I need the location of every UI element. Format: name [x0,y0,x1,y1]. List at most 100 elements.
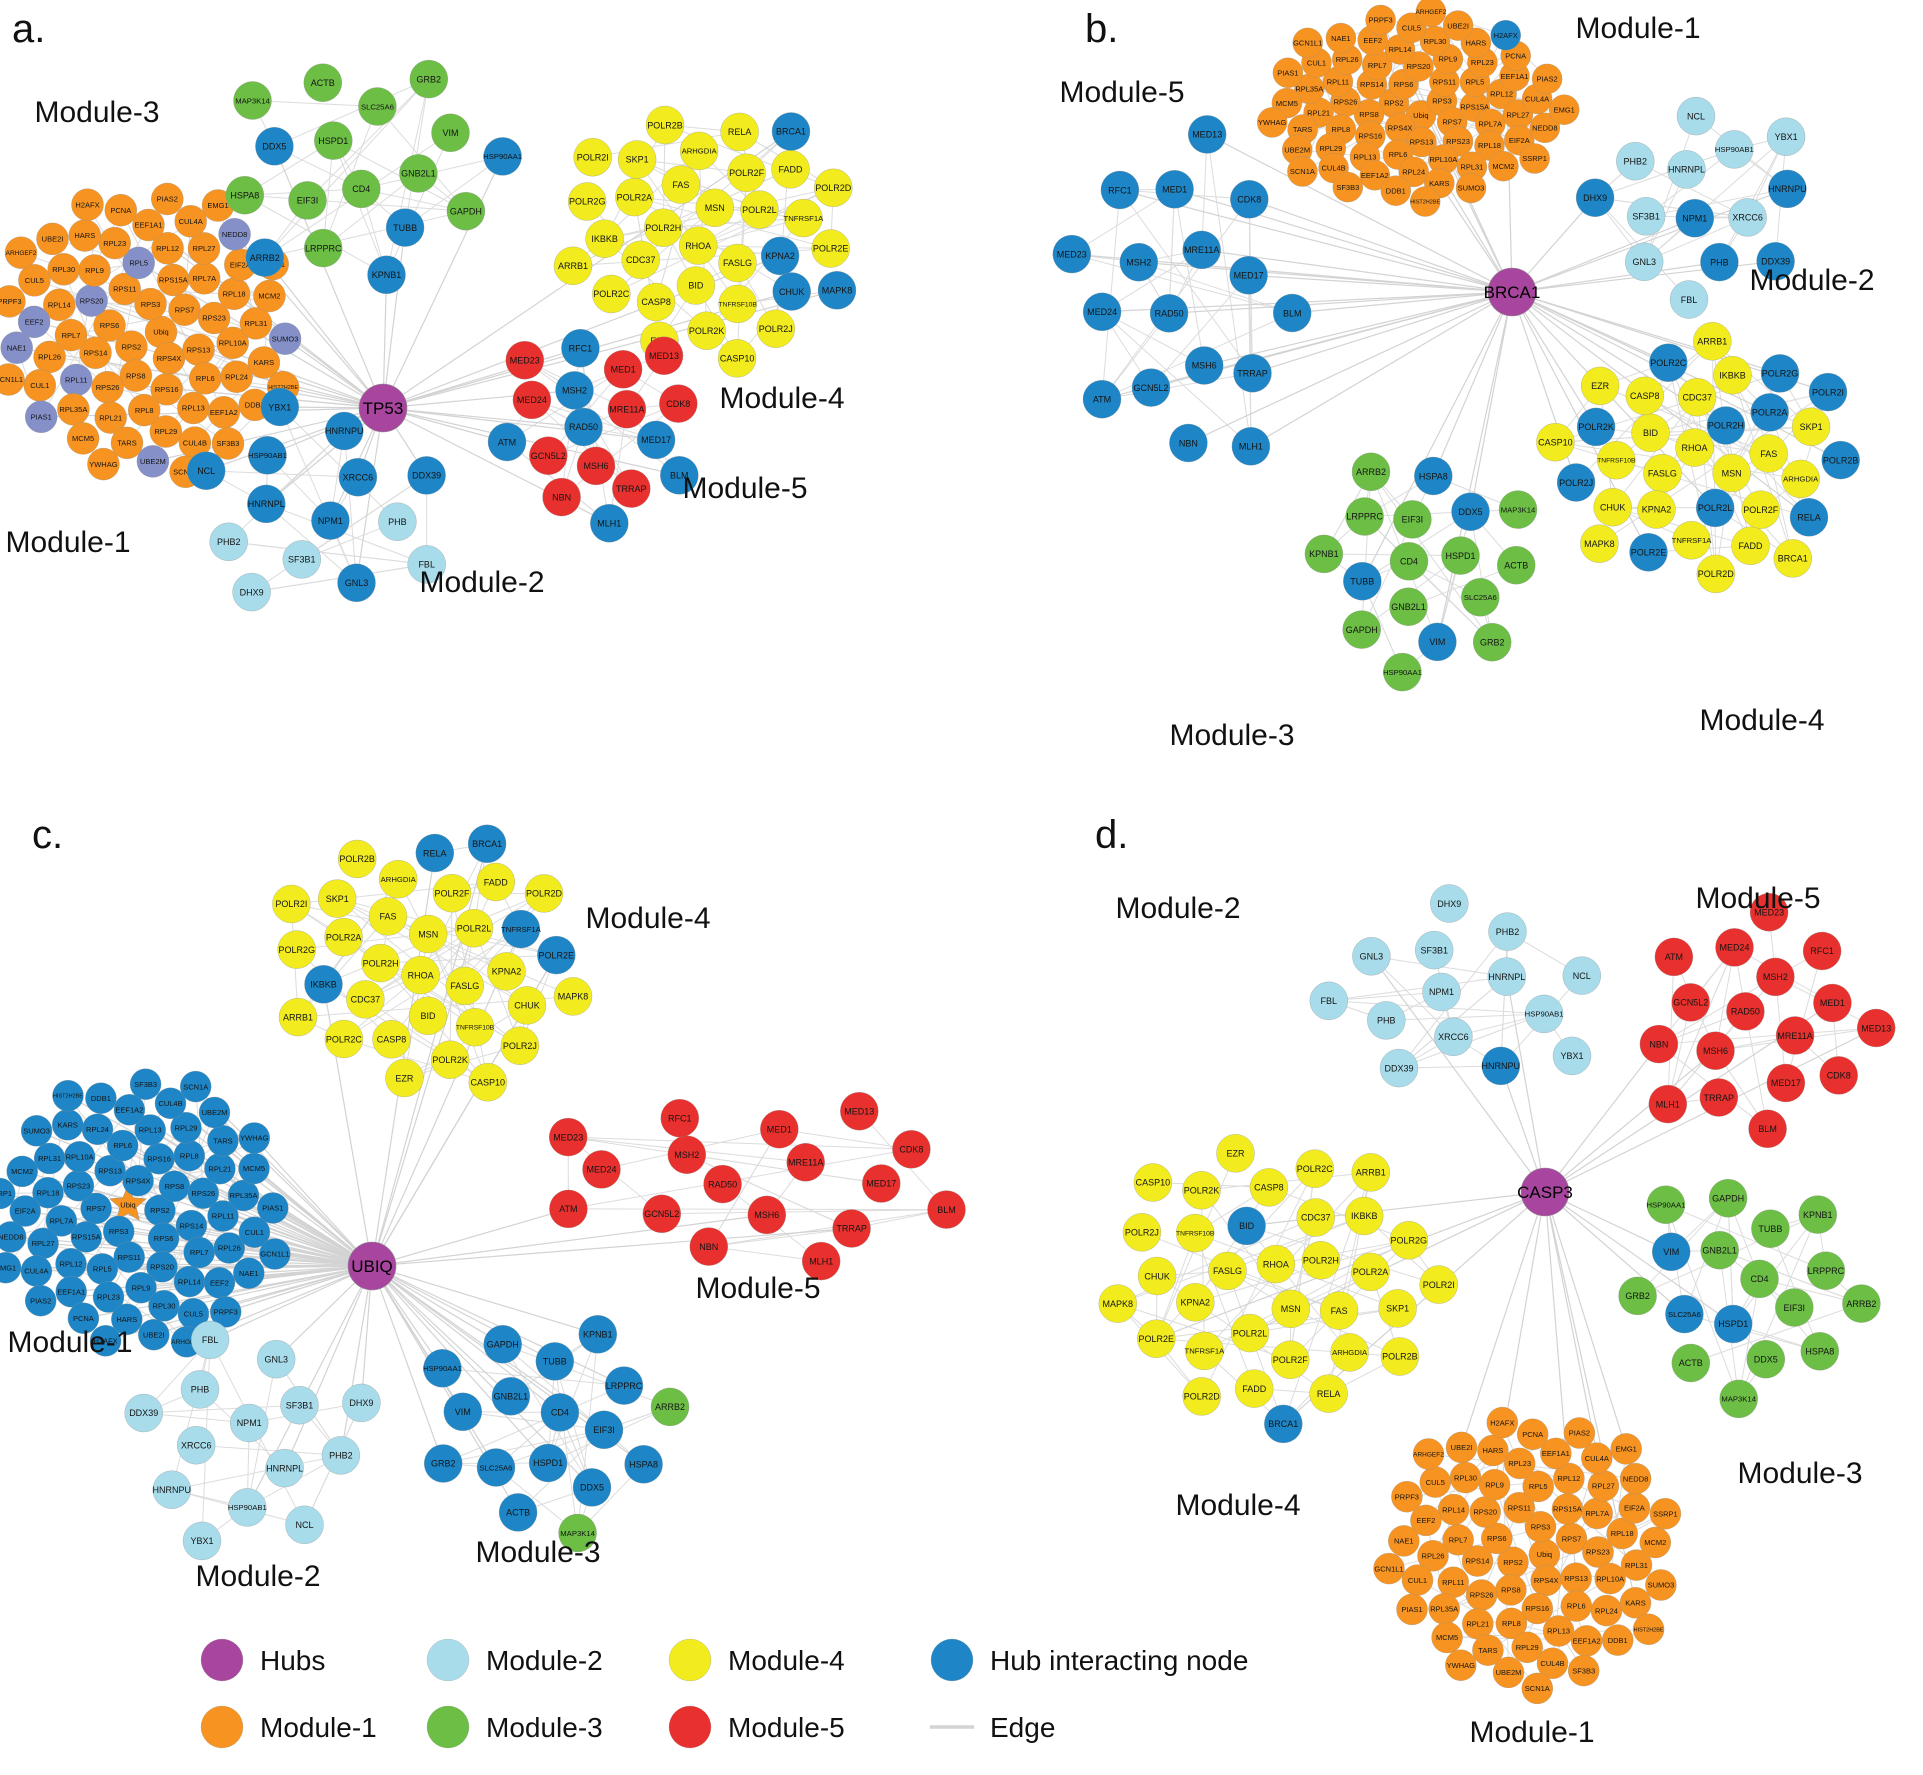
node-CUL1[interactable]: CUL1 [1401,1564,1434,1596]
hub-CASP3[interactable]: CASP3 [1517,1167,1573,1217]
node-MSH2[interactable]: MSH2 [1119,242,1159,282]
node-SF3B3[interactable]: SF3B3 [1567,1654,1600,1687]
node-PIAS2[interactable]: PIAS2 [24,1284,57,1317]
node-POLR2F[interactable]: POLR2F [727,153,766,193]
node-SLC25A6[interactable]: SLC25A6 [1665,1294,1704,1334]
node-RPL30[interactable]: RPL30 [1449,1461,1482,1494]
node-LRPPRC[interactable]: LRPPRC [604,1366,644,1405]
node-UBE2M[interactable]: UBE2M [136,445,170,478]
node-SF3B1[interactable]: SF3B1 [280,1385,319,1425]
node-ACTB[interactable]: ACTB [498,1493,538,1532]
node-FASLG[interactable]: FASLG [1208,1251,1247,1291]
node-HNRNPL[interactable]: HNRNPL [247,484,286,524]
node-EEF1A2[interactable]: EEF1A2 [1570,1625,1603,1657]
node-TNFRSF10B[interactable]: TNFRSF10B [1175,1213,1215,1253]
node-NEDD8[interactable]: NEDD8 [1619,1462,1652,1495]
node-MAPK8[interactable]: MAPK8 [1098,1284,1138,1323]
node-RPS26[interactable]: RPS26 [1465,1579,1498,1611]
node-RPS16[interactable]: RPS16 [143,1143,175,1175]
node-EEF1A1[interactable]: EEF1A1 [132,208,165,242]
node-PHB2[interactable]: PHB2 [321,1436,361,1475]
node-PHB[interactable]: PHB [378,502,417,541]
node-ACTB[interactable]: ACTB [1496,545,1536,585]
node-MED1[interactable]: MED1 [1813,983,1852,1023]
node-MAP3K14[interactable]: MAP3K14 [233,81,272,120]
node-MSN[interactable]: MSN [695,188,735,228]
node-SF3B1[interactable]: SF3B1 [1626,197,1666,236]
node-UBE2I[interactable]: UBE2I [1442,10,1474,41]
node-PHB2[interactable]: PHB2 [1488,912,1527,951]
node-LRPPRC[interactable]: LRPPRC [303,228,343,268]
node-POLR2K[interactable]: POLR2K [687,311,726,350]
node-POLR2J[interactable]: POLR2J [756,309,796,348]
node-MSH6[interactable]: MSH6 [576,446,616,486]
node-MED13[interactable]: MED13 [1187,115,1227,154]
node-RPS8[interactable]: RPS8 [158,1170,191,1202]
node-POLR2E[interactable]: POLR2E [1137,1319,1176,1358]
node-ARRB1[interactable]: ARRB1 [278,997,318,1037]
node-RFC1[interactable]: RFC1 [561,328,600,368]
node-BID[interactable]: BID [1227,1206,1266,1246]
node-MAPK8[interactable]: MAPK8 [817,271,857,310]
node-BLM[interactable]: BLM [1748,1109,1787,1149]
node-RPL30[interactable]: RPL30 [47,253,80,286]
node-MSH6[interactable]: MSH6 [747,1195,787,1235]
node-TRRAP[interactable]: TRRAP [1699,1078,1739,1117]
node-MCM2[interactable]: MCM2 [6,1155,38,1188]
node-CHUK[interactable]: CHUK [1593,487,1632,527]
node-ARRB2[interactable]: ARRB2 [650,1387,690,1427]
node-RPS13[interactable]: RPS13 [182,333,215,366]
node-MAPK8[interactable]: MAPK8 [553,977,593,1016]
node-PIAS1[interactable]: PIAS1 [1396,1593,1428,1626]
node-RPL18[interactable]: RPL18 [217,277,251,311]
node-POLR2B[interactable]: POLR2B [645,105,685,145]
node-MED13[interactable]: MED13 [644,336,684,375]
node-HSPD1[interactable]: HSPD1 [528,1443,568,1483]
node-NAE1[interactable]: NAE1 [1388,1525,1420,1557]
node-FASLG[interactable]: FASLG [718,243,757,283]
node-GCN1L1[interactable]: GCN1L1 [259,1238,291,1270]
node-EIF3I[interactable]: EIF3I [584,1410,624,1450]
node-SCN1A[interactable]: SCN1A [1521,1672,1554,1705]
node-SSRP1[interactable]: SSRP1 [1519,143,1550,174]
node-EMG1[interactable]: EMG1 [1548,94,1580,125]
node-RPL5[interactable]: RPL5 [86,1253,119,1285]
node-GRB2[interactable]: GRB2 [1618,1276,1657,1316]
node-SKP1[interactable]: SKP1 [1791,407,1831,447]
node-GAPDH[interactable]: GAPDH [446,191,486,231]
node-ARRB1[interactable]: ARRB1 [553,246,593,286]
node-MSN[interactable]: MSN [408,914,448,954]
node-YWHAG[interactable]: YWHAG [1445,1649,1477,1681]
node-POLR2L[interactable]: POLR2L [1695,488,1735,528]
node-HSP90AA1[interactable]: HSP90AA1 [483,137,522,176]
node-GAPDH[interactable]: GAPDH [1708,1178,1748,1218]
node-CUL4A[interactable]: CUL4A [174,205,207,238]
node-TNFRSF1A[interactable]: TNFRSF1A [501,909,542,949]
node-POLR2B[interactable]: POLR2B [1821,440,1860,480]
node-RPL31[interactable]: RPL31 [33,1142,66,1175]
node-DDB1[interactable]: DDB1 [1380,175,1412,206]
node-CDC37[interactable]: CDC37 [621,240,660,280]
node-TNFRSF10B[interactable]: TNFRSF10B [718,284,758,324]
node-RPS20[interactable]: RPS20 [75,284,108,317]
node-SKP1[interactable]: SKP1 [617,140,657,179]
node-PHB[interactable]: PHB [1367,1001,1406,1040]
node-NAE1[interactable]: NAE1 [0,331,33,364]
node-HARS[interactable]: HARS [1477,1434,1509,1467]
node-PHB2[interactable]: PHB2 [209,522,248,562]
node-NCL[interactable]: NCL [1676,96,1716,136]
node-ACTB[interactable]: ACTB [1671,1343,1711,1383]
node-MRE11A[interactable]: MRE11A [1182,230,1221,270]
node-RPS13[interactable]: RPS13 [1560,1562,1592,1594]
node-HIST2H2BE[interactable]: HIST2H2BE [1409,186,1441,217]
node-CD4[interactable]: CD4 [540,1393,580,1432]
node-GNL3[interactable]: GNL3 [1624,242,1664,282]
node-DHX9[interactable]: DHX9 [342,1383,381,1423]
node-HNRNPU[interactable]: HNRNPU [325,411,364,451]
node-GCN1L1[interactable]: GCN1L1 [0,363,25,396]
node-DHX9[interactable]: DHX9 [1430,884,1469,923]
node-GNL3[interactable]: GNL3 [1352,937,1391,976]
node-MSN[interactable]: MSN [1712,453,1751,493]
node-VIM[interactable]: VIM [443,1392,483,1432]
node-FAS[interactable]: FAS [661,165,701,204]
